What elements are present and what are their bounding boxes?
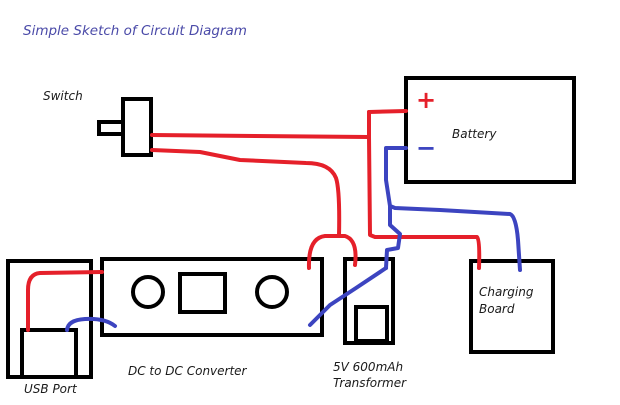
- positive-wires: [26, 109, 482, 332]
- converter-to-usb-positive-wire: [26, 270, 104, 332]
- converter-capacitor-right: [255, 275, 289, 309]
- battery-to-transformer-negative-wire: [384, 204, 402, 270]
- switch-body: [121, 97, 153, 157]
- charging-board-box: [469, 259, 555, 354]
- battery-positive-symbol: +: [416, 86, 437, 114]
- converter-to-usb-negative-wire: [65, 316, 117, 332]
- usb-port-label: USB Port: [24, 382, 77, 396]
- switch-component: [97, 97, 153, 157]
- usb-port-component: [6, 259, 93, 379]
- transformer-label-line2: Transformer: [333, 376, 407, 390]
- usb-port-inner: [20, 328, 78, 379]
- charging-board-label-line1: Charging: [479, 285, 534, 299]
- switch-to-battery-positive-wire: [150, 133, 370, 139]
- dc-converter-label: DC to DC Converter: [128, 364, 247, 378]
- converter-transformer-split-wire: [306, 234, 358, 270]
- switch-lever: [97, 120, 125, 136]
- switch-to-converter-wire: [150, 148, 342, 238]
- battery-positive-lead: [367, 109, 408, 114]
- battery-label: Battery: [452, 127, 497, 141]
- battery-box: [404, 76, 576, 184]
- negative-wires: [65, 146, 522, 332]
- transformer-label-line1: 5V 600mAh: [333, 360, 404, 374]
- diagram-title: Simple Sketch of Circuit Diagram: [23, 23, 247, 39]
- battery-to-charging-board-wire: [367, 110, 482, 270]
- switch-label: Switch: [43, 89, 83, 103]
- charging-board-label-line2: Board: [479, 302, 515, 316]
- converter-chip: [178, 272, 227, 314]
- transformer-to-converter-negative-wire: [308, 266, 388, 327]
- dc-converter-component: [100, 257, 324, 337]
- transformer-component: [343, 257, 395, 345]
- battery-to-charging-board-negative-wire: [384, 146, 522, 272]
- battery-negative-symbol: −: [416, 134, 437, 162]
- transformer-inner: [354, 305, 389, 343]
- converter-capacitor-left: [131, 275, 165, 309]
